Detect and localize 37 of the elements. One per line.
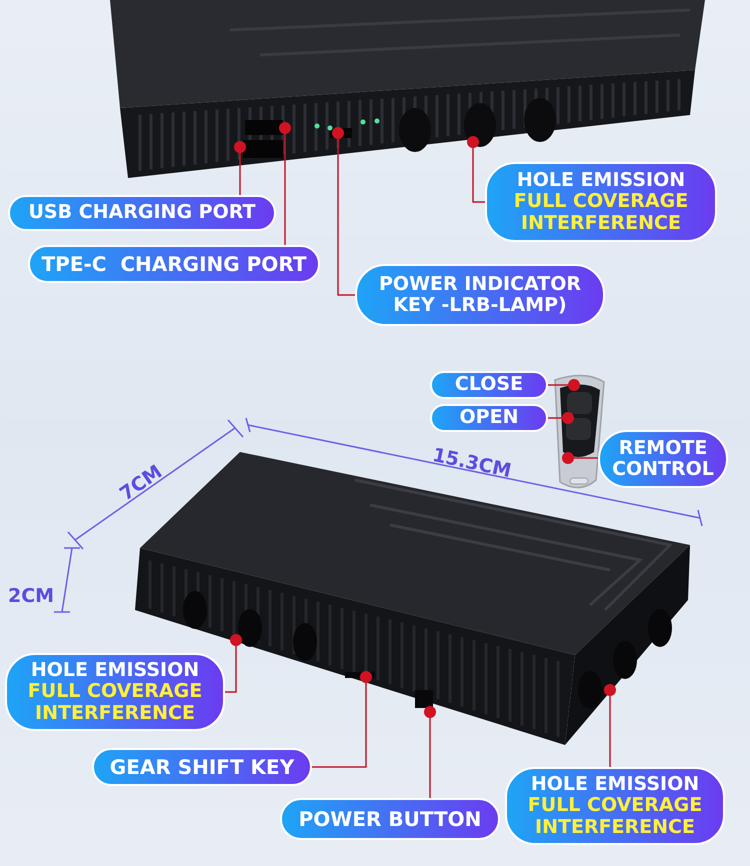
highlight-text: FULL COVERAGE INTERFERENCE (526, 795, 704, 838)
callout-label (430, 371, 548, 399)
callout-text: POWER BUTTON (298, 808, 482, 830)
dimension-label: 2CM (8, 585, 54, 607)
callout-text: REMOTE CONTROL (611, 438, 715, 480)
callout-label (485, 162, 717, 242)
leader-line (548, 412, 574, 424)
dimension-label: 15.3CM (430, 444, 514, 482)
leader-line (467, 136, 485, 203)
callout-text: GEAR SHIFT KEY (110, 756, 294, 778)
callout-label (28, 245, 320, 283)
callout-label (505, 767, 725, 845)
leader-line (234, 141, 246, 195)
callout-label (280, 798, 500, 840)
callout-label (8, 195, 276, 231)
callout-text: POWER INDICATOR KEY -LRB-LAMP) (378, 274, 582, 316)
highlight-text: FULL COVERAGE INTERFERENCE (512, 191, 690, 234)
callout-text: HOLE EMISSION (530, 774, 700, 796)
callout-label (598, 430, 728, 488)
callout-text: OPEN (460, 407, 518, 429)
leader-line (225, 634, 242, 693)
callout-text: CLOSE (454, 374, 524, 396)
leader-line (332, 127, 355, 296)
callout-label (5, 653, 225, 731)
leader-line (312, 671, 372, 768)
leader-line (424, 706, 436, 798)
leader-line (562, 452, 598, 464)
leader-line (548, 379, 580, 391)
callout-text: HOLE EMISSION (30, 660, 200, 682)
leader-line (604, 684, 616, 767)
callout-text: HOLE EMISSION (516, 170, 686, 192)
callout-label (92, 748, 312, 786)
callout-text: USB CHARGING PORT (28, 202, 256, 224)
leader-line (279, 122, 291, 245)
callout-text: TPE-C CHARGING PORT (42, 252, 306, 276)
highlight-text: FULL COVERAGE INTERFERENCE (26, 681, 204, 724)
callout-label (430, 404, 548, 432)
